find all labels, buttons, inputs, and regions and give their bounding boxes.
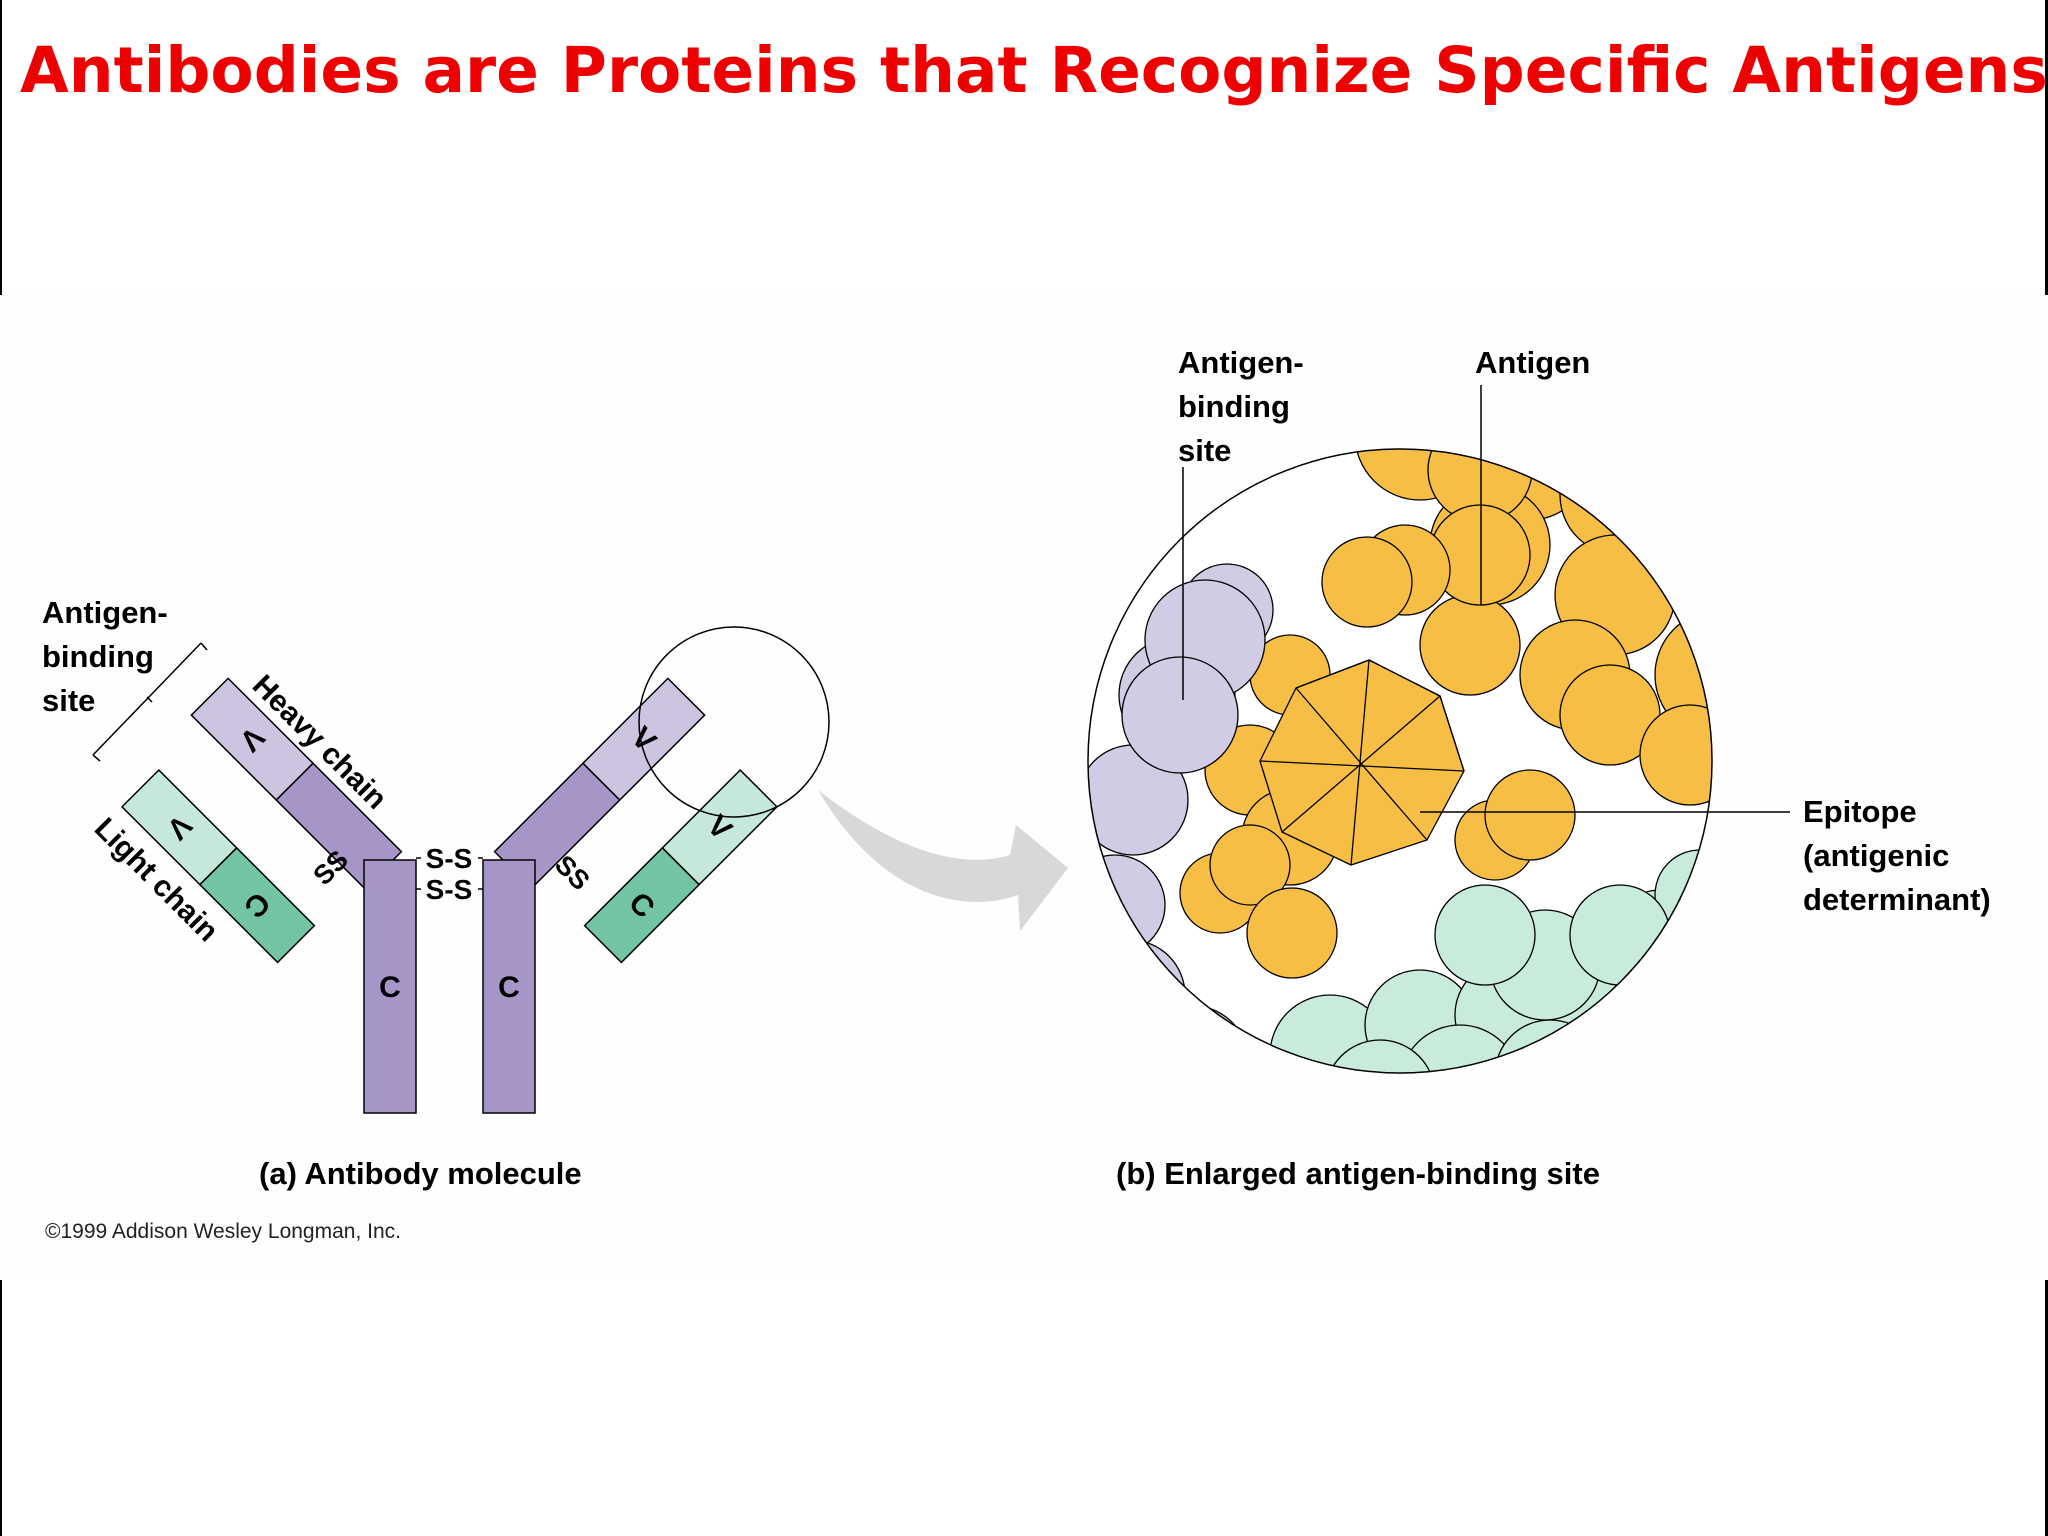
right-heavy-chain-stem (482, 859, 536, 1114)
right-heavy-chain-arm: V (493, 677, 706, 890)
enlarged-site-outline (1087, 448, 1713, 1074)
bracket-tick-top (200, 642, 208, 651)
caption-a: (a) Antibody molecule (259, 1156, 582, 1191)
frame-right-border-lower (2045, 1280, 2048, 1536)
frame-left-border (0, 0, 2, 295)
left-light-chain: C V (120, 768, 316, 964)
right-stem-c-label: C (498, 971, 520, 1004)
frame-right-border (2045, 0, 2048, 295)
antibody-molecule-diagram: V V C C (42, 595, 830, 1243)
left-heavy-chain-stem (363, 859, 417, 1114)
right-light-variable-region (661, 768, 779, 886)
copyright-notice: ©1999 Addison Wesley Longman, Inc. (45, 1220, 401, 1243)
epitope-hexagon-lines (1259, 659, 1465, 866)
zoom-arrow (818, 790, 1068, 931)
left-heavy-variable-region (190, 677, 315, 802)
caption-b: (b) Enlarged antigen-binding site (1116, 1156, 1600, 1191)
hinge-bond-label-bg-bottom (421, 875, 478, 903)
left-heavy-chain-arm: V (190, 677, 403, 890)
left-light-variable-region (120, 768, 238, 886)
hinge-disulfide-bond-top: S-S (426, 843, 473, 874)
hinge-disulfide-bond-bottom: S-S (426, 874, 473, 905)
antigen-label: Antigen (1475, 345, 1590, 380)
enlarged-binding-site: Antigen- binding site Antigen Epitope (a… (1087, 345, 1991, 1191)
left-stem-c-label: C (379, 971, 401, 1004)
zoom-circle (638, 626, 830, 818)
slide-title: Antibodies are Proteins that Recognize S… (20, 34, 2048, 107)
bracket-tick-mid (146, 696, 153, 703)
frame-left-border-lower (0, 1280, 2, 1536)
epitope-label: Epitope (antigenic determinant) (1803, 794, 1991, 917)
antigen-binding-site-label-a: Antigen- binding site (42, 595, 176, 718)
antibody-figure: V V C C (0, 295, 2048, 1280)
antigen-binding-site-label-b: Antigen- binding site (1178, 345, 1312, 468)
right-light-chain: C V (583, 768, 779, 964)
right-heavy-variable-region (581, 677, 706, 802)
bracket-tick-bottom (92, 754, 101, 762)
hinge-bond-label-bg-top (421, 843, 478, 871)
figure-canvas: V V C C (42, 345, 1991, 1243)
